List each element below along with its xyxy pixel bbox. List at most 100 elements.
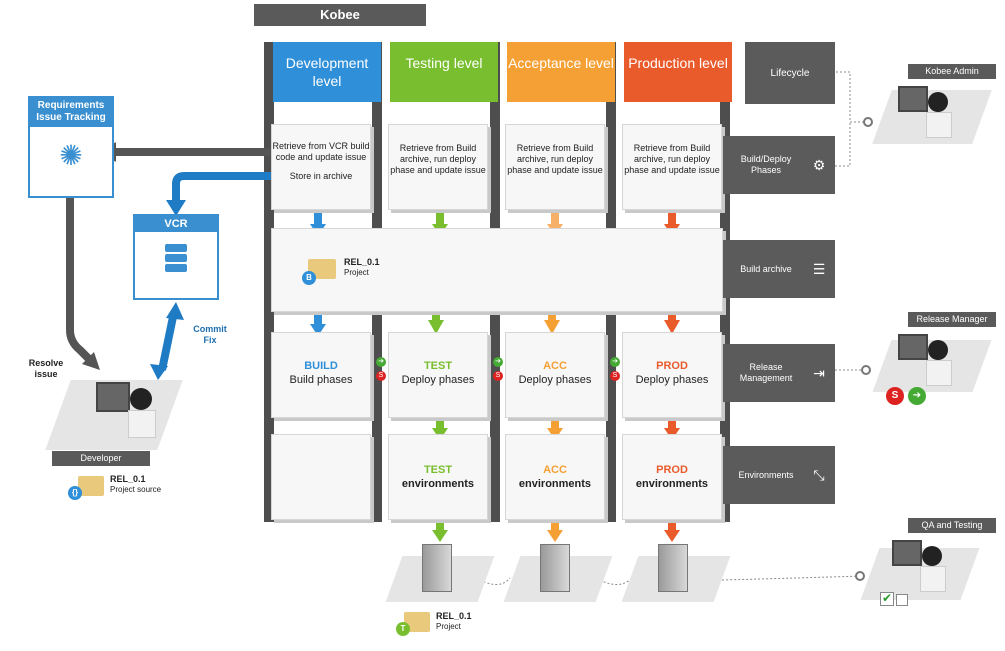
test-project: REL_0.1 Project (436, 611, 472, 632)
qa-connector (479, 575, 863, 585)
role-release-manager: Release Manager (908, 312, 996, 327)
avatar (928, 92, 948, 112)
archive-label: REL_0.1 Project (344, 257, 380, 278)
card-text: Retrieve from VCR build code and update … (272, 141, 370, 162)
avatar-body (920, 566, 946, 592)
build-archive-card: B REL_0.1 Project (271, 228, 723, 312)
card-acc-phases: ACC Deploy phases (505, 332, 605, 418)
card-text: Retrieve from Build archive, run deploy … (390, 143, 486, 175)
arrow-head (82, 352, 100, 370)
phase-sub: Deploy phases (401, 374, 475, 386)
card-text: Retrieve from Build archive, run deploy … (507, 143, 603, 175)
folder-icon (78, 476, 104, 496)
role-qa: QA and Testing (908, 518, 996, 533)
card-prod-deploy: Retrieve from Build archive, run deploy … (622, 124, 722, 210)
header-acceptance: Acceptance level (507, 42, 615, 102)
side-release: Release Management ⇥ (723, 344, 835, 402)
card-build-phases: BUILD Build phases (271, 332, 371, 418)
side-text: Build/Deploy Phases (740, 154, 792, 175)
arrow-head (166, 302, 184, 320)
stop-button[interactable]: S (493, 371, 503, 381)
arrow-head (166, 200, 186, 216)
phase-title: TEST (423, 360, 453, 372)
card-prod-env: PROD environments (622, 434, 722, 520)
vcr-arrow (172, 172, 276, 208)
admin-connector (835, 122, 851, 167)
archive-badge: B (302, 271, 316, 285)
stripe (264, 42, 274, 522)
phase-sub: Deploy phases (518, 374, 592, 386)
archive-name: REL_0.1 (344, 257, 380, 267)
checkbox-checked-icon: ✔ (880, 591, 894, 606)
stop-icon: S (886, 387, 904, 405)
avatar (928, 340, 948, 360)
env-sub: environments (518, 478, 592, 490)
env-sub: environments (635, 478, 709, 490)
arrow-head (150, 364, 168, 380)
archive-sub: Project (344, 268, 369, 277)
card-dev-build: Retrieve from VCR build code and update … (271, 124, 371, 210)
env-title: TEST (423, 464, 453, 476)
project-sub: Project source (110, 485, 162, 494)
stop-button[interactable]: S (610, 371, 620, 381)
source-badge: {} (68, 486, 82, 500)
go-button[interactable]: ➔ (376, 357, 386, 367)
card-test-deploy: Retrieve from Build archive, run deploy … (388, 124, 488, 210)
monitor-icon (898, 334, 928, 360)
connector-dot (855, 571, 865, 581)
go-icon: ➔ (908, 387, 926, 405)
project-name: REL_0.1 (110, 474, 146, 484)
header-testing: Testing level (390, 42, 498, 102)
header-label: Acceptance level (508, 55, 614, 71)
header-label: Testing level (405, 55, 483, 71)
stop-button[interactable]: S (376, 371, 386, 381)
env-title: PROD (656, 464, 688, 476)
header-label: Production level (628, 55, 728, 71)
arrow-head (544, 320, 560, 334)
phase-title: ACC (543, 360, 567, 372)
vcr-title: VCR (135, 216, 217, 232)
bug-icon: ✺ (59, 140, 83, 171)
avatar-body (926, 360, 952, 386)
database-icon (165, 244, 187, 272)
server-icon (422, 544, 452, 592)
header-production: Production level (624, 42, 732, 102)
card-empty-env (271, 434, 371, 520)
avatar-body (926, 112, 952, 138)
side-build-archive: Build archive ☰ (723, 240, 835, 298)
arrows-icon: ⇥ (813, 364, 825, 381)
phase-sub: Build phases (289, 374, 353, 386)
stack-icon: ☰ (812, 260, 826, 277)
card-test-env: TEST environments (388, 434, 488, 520)
role-kobee-admin: Kobee Admin (908, 64, 996, 79)
card-test-phases: TEST Deploy phases (388, 332, 488, 418)
test-badge: T (396, 622, 410, 636)
card-acc-env: ACC environments (505, 434, 605, 520)
monitor-icon (892, 540, 922, 566)
arrow-head (664, 320, 680, 334)
requirements-title: Requirements Issue Tracking (30, 98, 112, 127)
phase-sub: Deploy phases (635, 374, 709, 386)
side-text: Release Management (739, 362, 793, 383)
header-development: Development level (273, 42, 381, 102)
side-text: Environments (738, 469, 794, 480)
go-button[interactable]: ➔ (493, 357, 503, 367)
vcr-box: VCR (133, 214, 219, 300)
card-acc-deploy: Retrieve from Build archive, run deploy … (505, 124, 605, 210)
commit-fix-label: Commit Fix (193, 324, 227, 345)
go-button[interactable]: ➔ (610, 357, 620, 367)
monitor-icon (898, 86, 928, 112)
avatar (130, 388, 152, 410)
kobee-title: Kobee (254, 4, 426, 26)
gears-icon: ⚙ (812, 156, 826, 173)
card-prod-phases: PROD Deploy phases (622, 332, 722, 418)
connector-dot (861, 365, 871, 375)
env-sub: environments (401, 478, 475, 490)
commit-arrow (158, 311, 178, 371)
side-text: Build archive (740, 263, 792, 274)
server-icon (540, 544, 570, 592)
side-build-deploy: Build/Deploy Phases ⚙ (723, 136, 835, 194)
phase-title: BUILD (304, 360, 338, 372)
resolve-arrow (66, 198, 95, 365)
